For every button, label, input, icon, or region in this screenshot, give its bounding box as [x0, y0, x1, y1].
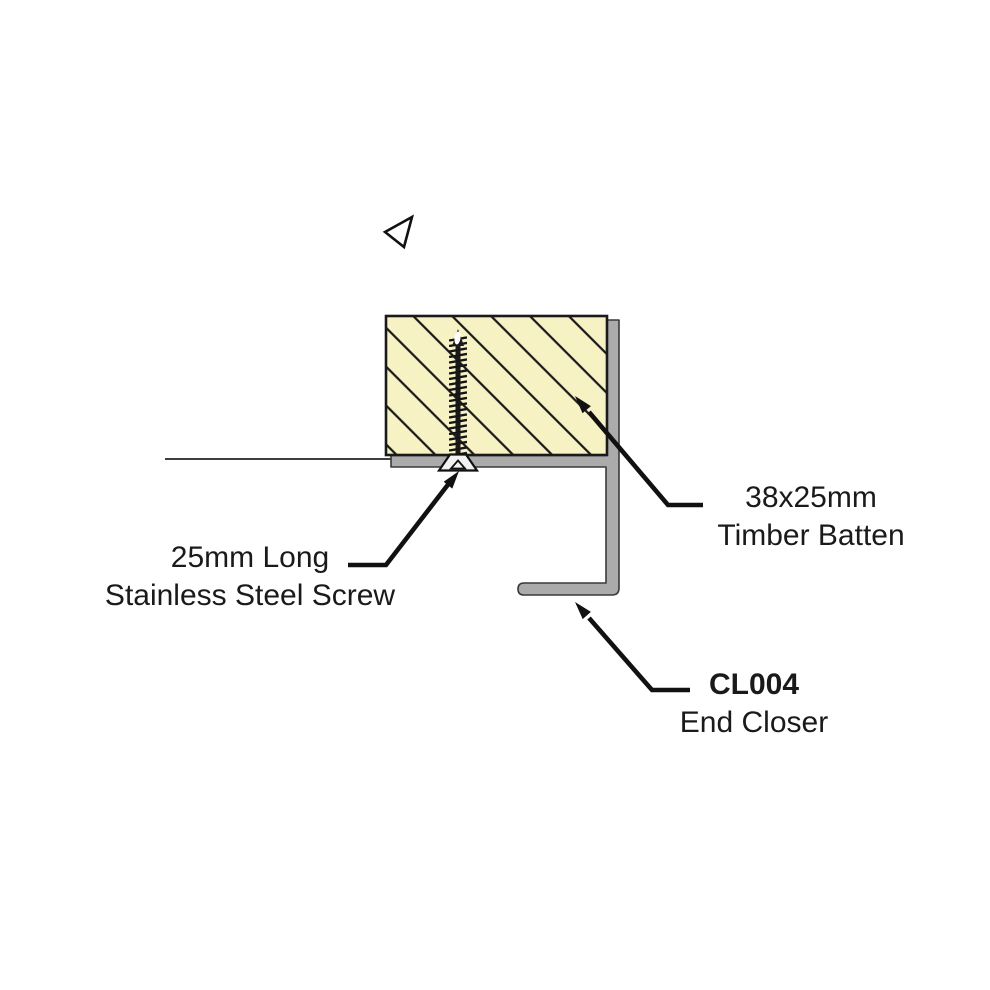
timber-batten-shape: [384, 314, 609, 457]
batten-label-line1: 38x25mm: [745, 481, 877, 514]
batten-leader-arrow: [575, 396, 703, 508]
screw-label-line1: 25mm Long: [170, 541, 330, 574]
batten-label-line2: Timber Batten: [717, 519, 905, 552]
screw-label: 25mm Long Stainless Steel Screw: [105, 539, 395, 615]
left-pointing-triangle-icon: [382, 214, 415, 250]
end-closer-name: End Closer: [679, 706, 829, 739]
end-closer-profile: [390, 319, 620, 596]
screw-graphic: [436, 329, 480, 472]
end-closer-code: CL004: [708, 668, 800, 701]
screw-label-line2: Stainless Steel Screw: [104, 579, 396, 612]
end-closer-leader-arrow: [575, 602, 690, 693]
screw-leader-arrow: [348, 471, 459, 568]
end-closer-label: CL004 End Closer: [680, 666, 828, 742]
batten-label: 38x25mm Timber Batten: [717, 479, 904, 555]
